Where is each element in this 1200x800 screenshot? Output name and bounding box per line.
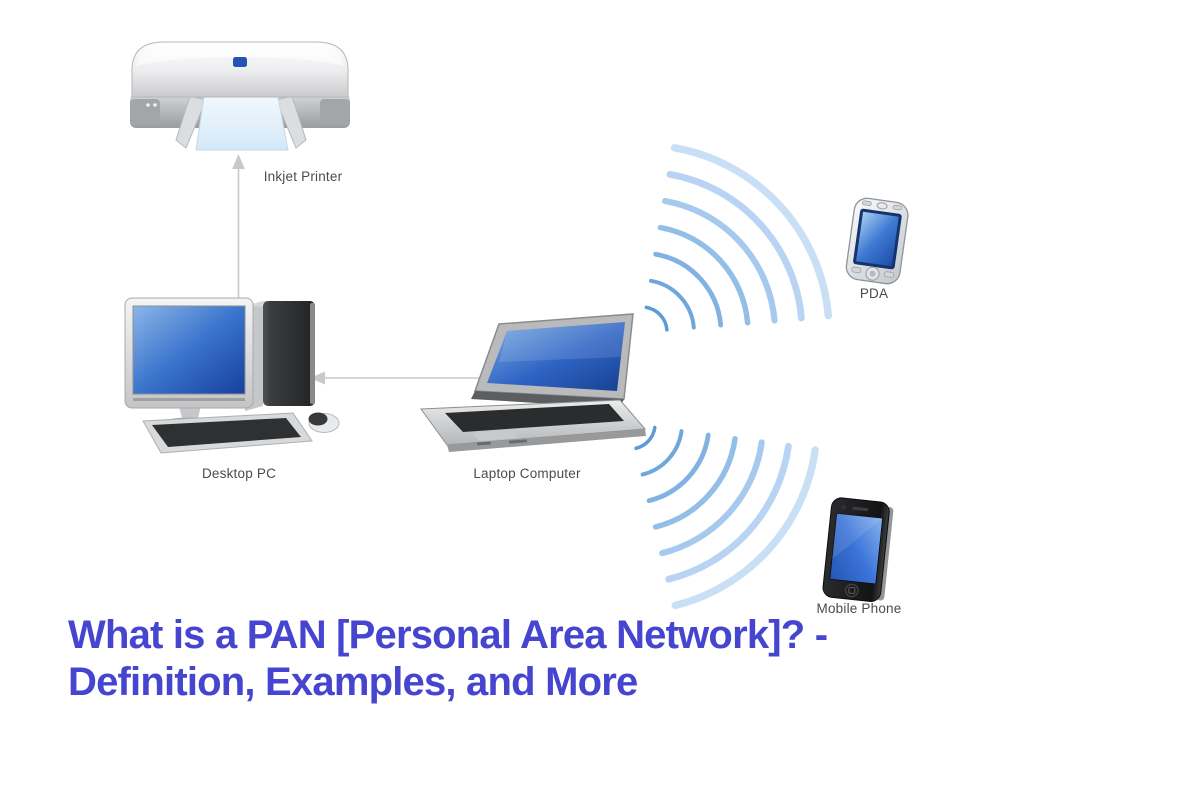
signal-arc — [652, 436, 738, 530]
label-laptop-computer: Laptop Computer — [473, 466, 581, 481]
label-pda: PDA — [859, 286, 889, 301]
mobile-phone-illustration — [819, 495, 900, 608]
phone-screen — [829, 513, 883, 585]
signal-arc — [634, 425, 657, 451]
signal-arc — [659, 439, 765, 557]
arrowhead-up — [232, 154, 245, 169]
desktop-pc-illustration — [123, 294, 353, 462]
laptop-keys — [445, 404, 624, 432]
printer-desktop-arrow — [232, 154, 245, 298]
printer-icon — [130, 41, 350, 151]
laptop-illustration — [413, 312, 647, 454]
page-title-line-1: What is a PAN [Personal Area Network]? - — [68, 613, 828, 657]
trackpad — [473, 430, 518, 441]
tower-front — [263, 301, 315, 406]
signal-arc — [670, 144, 832, 320]
signal-arc — [666, 171, 805, 322]
laptop-icon — [420, 313, 647, 452]
wireless-waves-laptop-to-phone — [634, 425, 819, 610]
arrowhead-left — [310, 371, 325, 385]
signal-arc — [644, 305, 669, 332]
label-inkjet-printer: Inkjet Printer — [263, 169, 343, 184]
page-title: What is a PAN [Personal Area Network]? -… — [68, 612, 988, 706]
page-title-line-2: Definition, Examples, and More — [68, 660, 638, 704]
phone-earpiece — [852, 506, 869, 512]
printer-logo — [233, 57, 247, 67]
wireless-waves-laptop-to-pda — [644, 144, 832, 332]
inkjet-printer-illustration — [120, 36, 360, 154]
signal-arc — [649, 278, 696, 330]
signal-arc — [653, 251, 724, 328]
phone-camera — [841, 504, 846, 510]
signal-arc — [657, 224, 751, 326]
signal-arc — [662, 197, 778, 324]
pda-illustration — [839, 194, 915, 290]
mobile-phone-icon — [822, 497, 894, 602]
pda-icon — [845, 197, 909, 285]
label-desktop-pc: Desktop PC — [201, 466, 277, 481]
paper-sheet — [195, 96, 289, 151]
signal-arc — [646, 432, 711, 504]
signal-arc — [665, 442, 792, 583]
phone-home-button — [845, 583, 859, 598]
laptop-screen — [487, 322, 625, 391]
pda-screen — [856, 211, 899, 267]
signal-arc — [671, 446, 819, 610]
signal-arc — [640, 429, 684, 477]
monitor-screen — [132, 305, 246, 395]
desktop-icon — [124, 297, 340, 454]
label-mobile-phone: Mobile Phone — [816, 601, 902, 616]
